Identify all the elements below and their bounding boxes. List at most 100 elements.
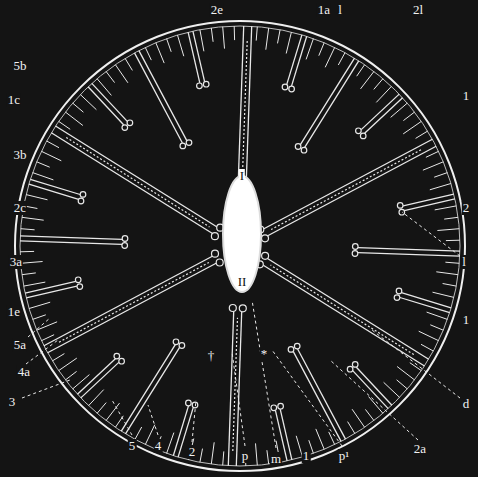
mesentery-line <box>126 347 180 434</box>
callout-label: 4a <box>17 365 31 379</box>
rim-septum <box>376 86 391 102</box>
mesentery-line <box>358 253 460 257</box>
callout-label: * <box>260 347 269 361</box>
leader-line <box>402 212 460 256</box>
rim-septum <box>403 112 414 121</box>
callout-label: 1 <box>462 313 471 327</box>
rim-septum <box>286 32 291 53</box>
rim-septum <box>427 312 448 319</box>
filament-loop <box>294 343 300 349</box>
mesentery-line <box>121 345 175 432</box>
filament-loop <box>203 81 209 87</box>
mesentery-line <box>135 53 183 143</box>
filament-loop <box>186 140 192 146</box>
rim-septum <box>435 206 457 210</box>
mesentery-line <box>356 367 392 405</box>
rim-septum <box>33 315 46 320</box>
rim-septum <box>41 151 61 161</box>
leader-line <box>28 318 50 337</box>
mesenterial-filament <box>271 150 421 230</box>
callout-label: 5 <box>128 439 137 453</box>
leader-line <box>272 350 342 446</box>
mesentery-line <box>51 133 212 234</box>
filament-loop <box>186 400 192 406</box>
rim-septum <box>267 450 269 464</box>
mesentery-line <box>25 281 76 293</box>
mesentery-line <box>20 241 122 245</box>
rim-septum <box>397 380 408 389</box>
rim-septum <box>256 443 258 465</box>
mesentery-line <box>173 406 188 456</box>
callout-label: 1 <box>302 449 311 463</box>
rim-septum <box>397 367 414 380</box>
mesentery-line <box>404 199 455 211</box>
rim-septum <box>436 272 458 275</box>
rim-septum <box>29 302 50 308</box>
mesentery-line <box>81 362 119 398</box>
rim-septum <box>223 451 224 465</box>
callout-label: 1c <box>7 93 21 107</box>
filament-loop <box>352 251 358 257</box>
rim-septum <box>73 103 84 112</box>
rim-septum <box>156 43 164 63</box>
rim-septum <box>80 95 96 110</box>
callout-label: 2e <box>210 3 224 17</box>
filament-loop <box>271 405 277 411</box>
callout-label: 3a <box>9 255 23 269</box>
mesentery-line <box>88 87 124 125</box>
leader-line <box>192 400 196 442</box>
rim-septum <box>21 262 43 264</box>
leader-line <box>22 380 70 398</box>
mesentery-line <box>30 179 80 194</box>
mesentery-line <box>77 359 115 395</box>
rim-septum <box>47 141 59 148</box>
mesentery-line <box>365 98 403 134</box>
rim-septum <box>37 162 50 167</box>
filament-loop <box>78 198 84 204</box>
mesentery-line <box>263 265 424 366</box>
rim-septum <box>426 151 439 157</box>
callout-label: 3 <box>8 395 17 409</box>
rim-septum <box>223 27 225 49</box>
rim-septum <box>125 58 132 70</box>
rim-septum <box>325 47 335 67</box>
rim-septum <box>97 79 111 96</box>
filament-loop <box>353 244 359 250</box>
leader-line <box>232 352 245 446</box>
filament-loop <box>179 343 185 349</box>
callout-label: 1a <box>317 3 331 17</box>
filament-loop <box>119 358 125 364</box>
leader-line <box>112 400 132 435</box>
mesentery-line <box>300 58 354 145</box>
mesenterial-filament <box>271 265 414 355</box>
filament-loop <box>80 192 86 198</box>
rim-septum <box>446 240 460 241</box>
mesentery-line <box>268 259 429 360</box>
rim-septum <box>22 273 36 275</box>
rim-septum <box>167 433 174 454</box>
filament-loop <box>211 233 218 240</box>
filament-loop <box>301 147 307 153</box>
callout-label: 2 <box>462 201 471 215</box>
filament-loop <box>288 347 294 353</box>
filament-loop <box>396 288 402 294</box>
callout-label: l <box>461 255 467 269</box>
filament-loop <box>352 362 358 368</box>
mesentery-line <box>48 263 217 353</box>
mesentery-line <box>193 31 205 82</box>
rim-septum <box>361 72 374 89</box>
rim-septum <box>430 184 451 190</box>
callout-label: p <box>241 449 250 463</box>
rim-septum <box>416 131 428 138</box>
filament-loop <box>397 203 403 209</box>
callout-label: II <box>237 275 248 289</box>
rim-septum <box>178 35 184 56</box>
mesentery-line <box>268 146 436 236</box>
callout-label: m <box>270 452 282 466</box>
mesentery-line <box>44 256 212 346</box>
rim-septum <box>52 354 64 361</box>
rim-septum <box>106 72 115 83</box>
filament-loop <box>212 250 219 257</box>
rim-septum <box>21 229 35 230</box>
